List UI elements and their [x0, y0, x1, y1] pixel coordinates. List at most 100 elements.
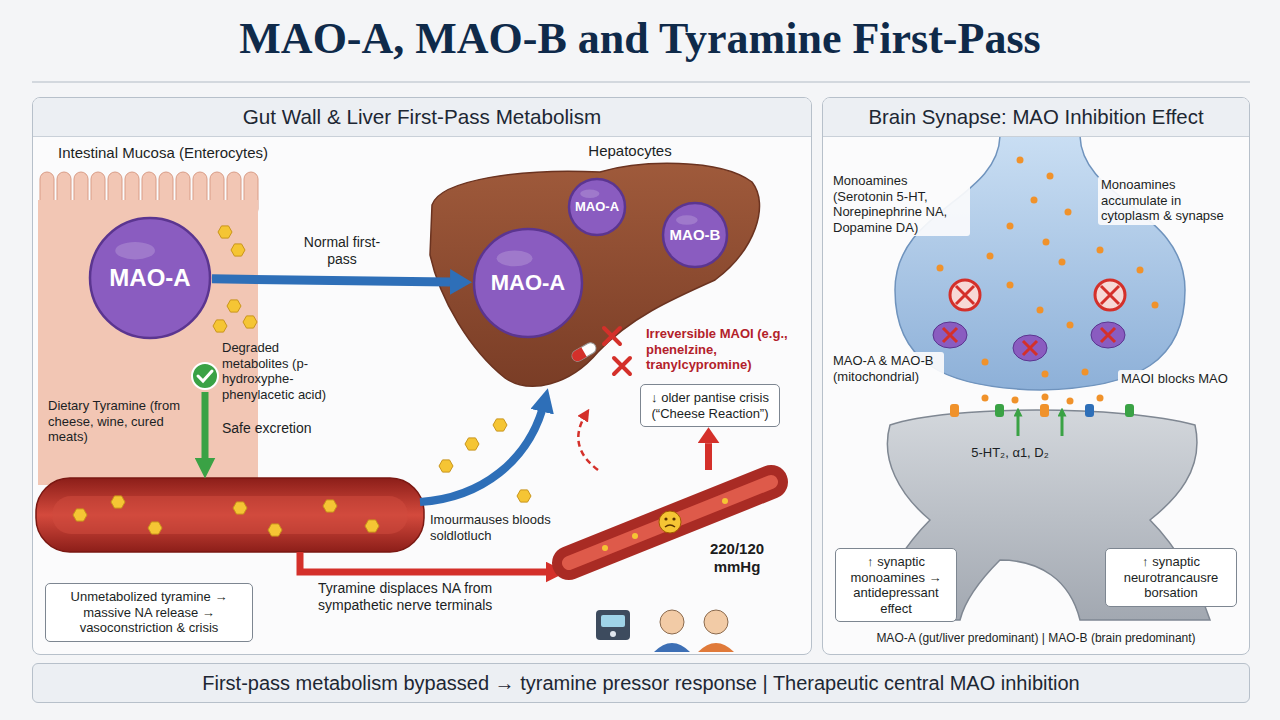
tyramine-dot [602, 545, 608, 551]
tyramine-molecule [73, 509, 87, 521]
block-mark [1023, 341, 1037, 355]
effect-box: ↑ synaptic monoamines → antidepressant e… [835, 548, 957, 622]
box-text: ↓ older pantise crisis (“Cheese Reaction… [648, 390, 772, 421]
monoamine [1137, 267, 1144, 274]
tyramine-molecule [233, 502, 247, 514]
caption: First-pass metabolism bypassed → tyramin… [202, 672, 1079, 695]
organelle-label: MAO-A & MAO-B (mitochondrial) [830, 352, 944, 385]
enzyme-highlight [580, 190, 599, 198]
tyramine-molecule [218, 226, 232, 238]
enzyme-circle [663, 203, 727, 267]
receptor [1125, 404, 1134, 417]
metabolite-label: Degraded metabolites (p-hydroxyphe- phen… [222, 340, 344, 402]
monoamine [1059, 259, 1066, 266]
mitochondrion [1013, 335, 1047, 361]
enzyme-highlight [115, 242, 155, 259]
patient-icon [654, 610, 690, 652]
receptor [1085, 404, 1094, 417]
block-mark [956, 286, 974, 304]
effect-box: ↑ synaptic neurotrancausre borsation [1105, 548, 1237, 607]
monoamine [1042, 371, 1049, 378]
crisis-box: ↓ older pantise crisis (“Cheese Reaction… [640, 384, 780, 427]
tyramine-dot [632, 533, 638, 539]
panel: Gut Wall & Liver First-Pass MetabolismMA… [32, 97, 812, 655]
monitor-button [610, 631, 616, 637]
tyramine-molecule [439, 460, 453, 472]
check-mark [198, 371, 212, 381]
tyramine-molecule [227, 300, 241, 312]
region-label: Hepatocytes [570, 142, 690, 160]
pathway-label: Safe excretion [222, 420, 332, 437]
block-mark [614, 358, 630, 374]
panel-heading: Gut Wall & Liver First-Pass Metabolism [33, 98, 811, 137]
receptor [1040, 404, 1049, 417]
blood-vessel [36, 478, 424, 552]
pill-icon [570, 341, 598, 364]
enzyme-node: MAO-A [472, 227, 584, 339]
enzyme-circle [569, 179, 625, 235]
monoamine [1047, 173, 1054, 180]
monoamine [1067, 322, 1074, 329]
monoamine [1152, 302, 1159, 309]
receptor [950, 404, 959, 417]
check-badge [192, 363, 218, 389]
tyramine-molecule [493, 419, 507, 431]
diagram-title: MAO-A, MAO-B and Tyramine First-Pass [0, 14, 1280, 65]
patient-body [698, 643, 734, 652]
panel-ground [32, 97, 812, 655]
signal-arrow [1017, 412, 1020, 436]
face-eye [672, 517, 675, 520]
blocked-enzyme [1095, 280, 1125, 310]
tyramine-molecule [231, 244, 245, 256]
block-mark [604, 328, 620, 344]
panel-ground [822, 97, 1250, 655]
flow-arrow [212, 279, 450, 282]
title-rule [32, 81, 1250, 83]
face-mouth [665, 525, 675, 527]
pill-half [570, 347, 587, 363]
monoamine [1065, 209, 1072, 216]
block-mark [943, 328, 957, 342]
pill-body [570, 341, 598, 364]
box-text: ↑ synaptic monoamines → antidepressant e… [843, 554, 949, 616]
enzyme-highlight [676, 215, 698, 225]
monoamine [1037, 307, 1044, 314]
monoamine [1007, 223, 1014, 230]
mitochondrion [1091, 322, 1125, 348]
monoamine [1082, 369, 1089, 376]
dashed-arrow [578, 414, 598, 470]
mitochondrion [933, 322, 967, 348]
patient-icon [698, 610, 734, 652]
monoamine [1031, 197, 1038, 204]
tyramine-molecule [323, 500, 337, 512]
monitor-screen [601, 615, 625, 627]
tyramine-molecule [243, 316, 257, 328]
monoamine [1097, 395, 1104, 402]
tyramine-molecule [517, 490, 531, 502]
panel-heading: Brain Synapse: MAO Inhibition Effect [823, 98, 1249, 137]
excretion-arrow [202, 392, 209, 468]
enzyme-node: MAO-A [88, 216, 212, 340]
tyramine-molecule [268, 524, 282, 536]
note-label: MAO-A (gut/liver predominant) | MAO-B (b… [826, 631, 1246, 645]
monoamine [1043, 239, 1050, 246]
mechanism-label: Tyramine displaces NA from sympathetic n… [318, 580, 562, 614]
monoamine [1017, 157, 1024, 164]
enzyme-highlight [497, 251, 533, 267]
enzyme-label: MAO-A [575, 200, 619, 214]
summary-box: Unmetabolized tyramine → massive NA rele… [45, 583, 253, 642]
receptor-label: 5-HT₂, α1, D₂ [955, 445, 1065, 461]
monitor-body [596, 610, 630, 640]
molecule-label: Monoamines (Serotonin 5-HT, Norepinephri… [830, 172, 970, 236]
box-text: ↑ synaptic neurotrancausre borsation [1113, 554, 1229, 601]
patient-head [660, 610, 684, 634]
tyramine-molecule [148, 522, 162, 534]
tyramine-molecule [213, 320, 227, 332]
tyramine-molecule [465, 438, 479, 450]
enzyme-circle [90, 218, 210, 338]
pressure-reading: 220/120 mmHg [699, 540, 775, 576]
hypertensive-vessel: 220/120 mmHg [565, 470, 777, 578]
face-eye [664, 517, 667, 520]
